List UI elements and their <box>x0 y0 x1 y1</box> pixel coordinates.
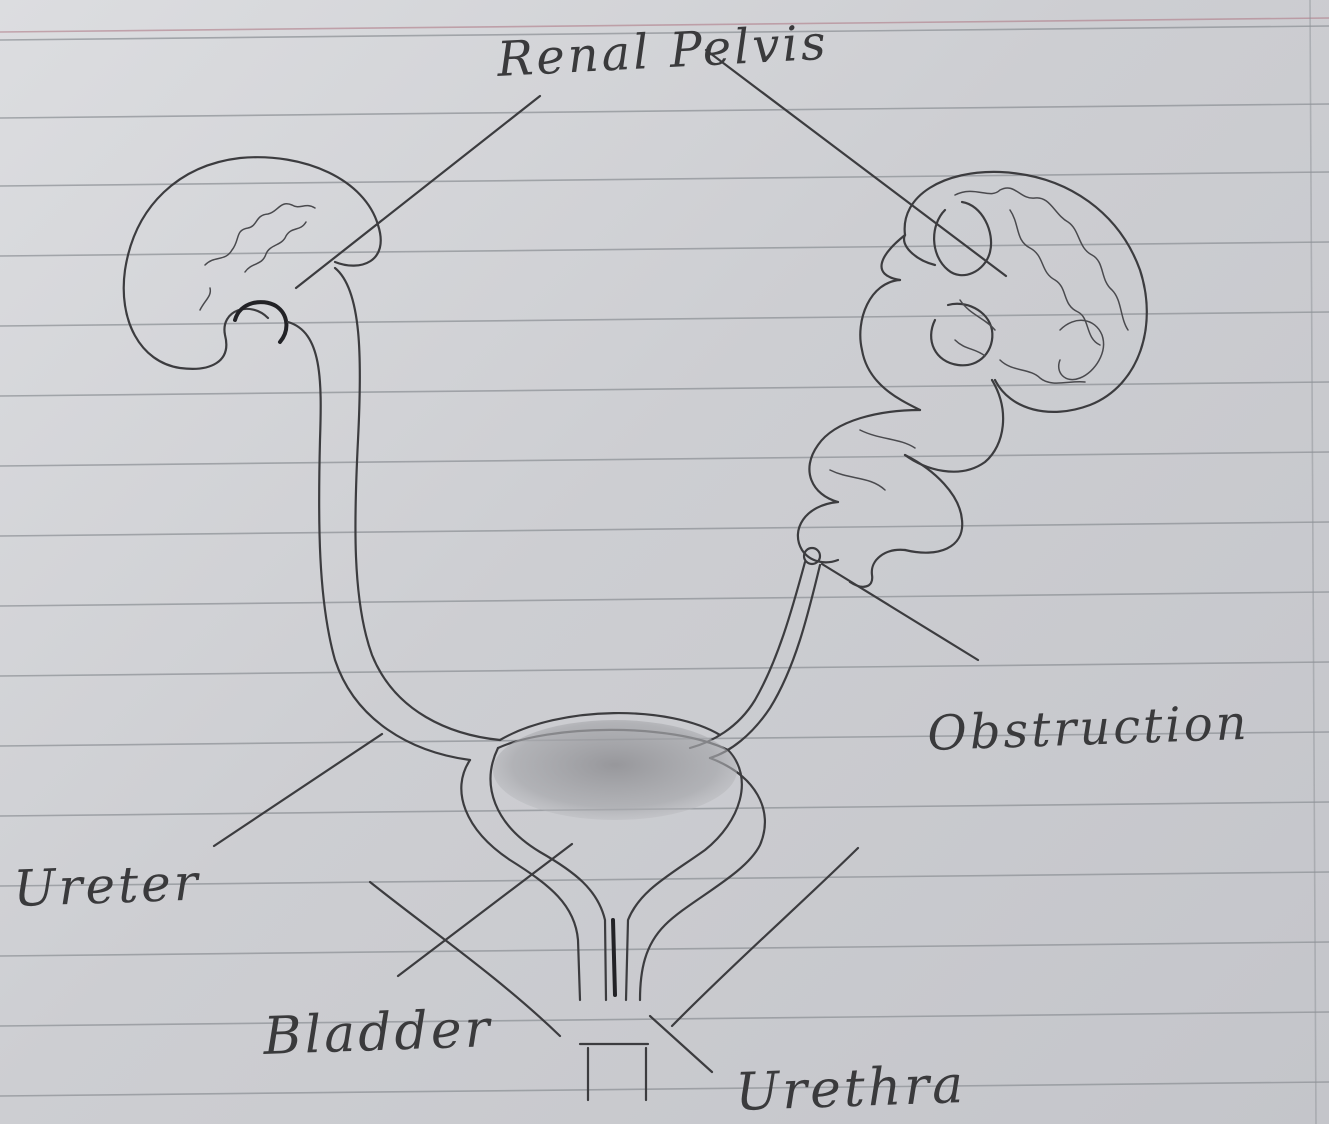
ureter-leader <box>214 734 382 846</box>
bladder-leader <box>398 844 572 976</box>
urethral-opening <box>613 920 615 995</box>
label-urethra: Urethra <box>734 1055 967 1123</box>
urethra-leader <box>650 1016 712 1072</box>
leader-lines <box>214 50 1006 1072</box>
obstruction-leader <box>822 564 978 660</box>
dilated-pelvis <box>860 280 920 410</box>
left-renal-pelvis <box>235 302 286 342</box>
bladder-shading <box>493 720 737 820</box>
left-kidney <box>124 157 381 369</box>
label-obstruction: Obstruction <box>926 695 1250 762</box>
renal-pelvis-leader-left <box>296 96 540 288</box>
label-ureter: Ureter <box>12 853 201 918</box>
right-margin-line <box>1310 0 1316 1124</box>
renal-pelvis-leader-right <box>706 50 1006 276</box>
bladder <box>461 713 765 1000</box>
label-bladder: Bladder <box>261 999 493 1067</box>
left-ureter <box>288 268 500 760</box>
